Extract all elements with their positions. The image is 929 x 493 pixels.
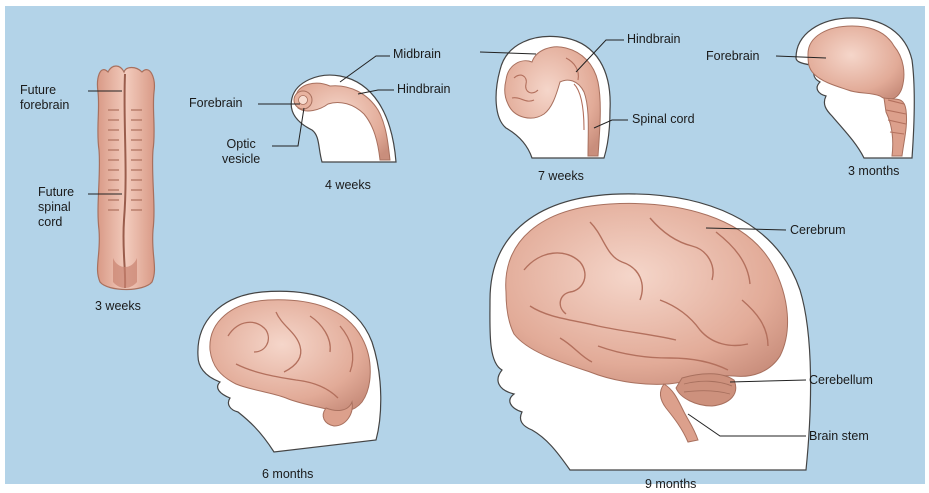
stage-9-months-figure bbox=[490, 194, 811, 470]
caption-9-months: 9 months bbox=[645, 477, 696, 491]
label-hindbrain-4-weeks: Hindbrain bbox=[397, 82, 451, 97]
caption-3-months: 3 months bbox=[848, 164, 899, 178]
label-spinal-cord: Spinal cord bbox=[632, 112, 695, 127]
caption-3-weeks: 3 weeks bbox=[95, 299, 141, 313]
stage-3-weeks-figure bbox=[88, 66, 154, 290]
stage-4-weeks-figure bbox=[258, 56, 396, 162]
caption-7-weeks: 7 weeks bbox=[538, 169, 584, 183]
stage-6-months-figure bbox=[198, 291, 381, 452]
label-future-spinal-cord: Future spinal cord bbox=[38, 185, 74, 230]
caption-6-months: 6 months bbox=[262, 467, 313, 481]
label-brain-stem: Brain stem bbox=[809, 429, 869, 444]
stage-3-months-figure bbox=[776, 18, 914, 158]
label-hindbrain-7-weeks: Hindbrain bbox=[627, 32, 681, 47]
caption-4-weeks: 4 weeks bbox=[325, 178, 371, 192]
label-midbrain: Midbrain bbox=[393, 47, 441, 62]
label-forebrain-3-months: Forebrain bbox=[706, 49, 760, 64]
label-forebrain-4-weeks: Forebrain bbox=[189, 96, 243, 111]
label-future-forebrain: Future forebrain bbox=[20, 83, 69, 113]
stage-7-weeks-figure bbox=[480, 36, 628, 158]
label-optic-vesicle: Optic vesicle bbox=[222, 137, 260, 167]
label-cerebellum: Cerebellum bbox=[809, 373, 873, 388]
label-cerebrum: Cerebrum bbox=[790, 223, 846, 238]
